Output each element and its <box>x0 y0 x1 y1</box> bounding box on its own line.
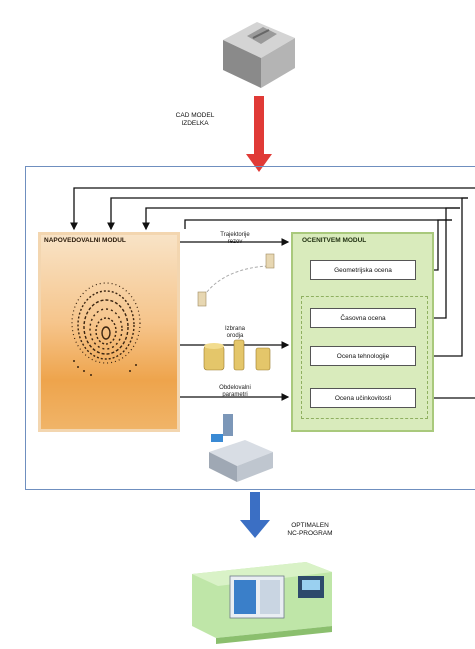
napovedovalni-title: NAPOVEDOVALNI MODUL <box>44 237 126 244</box>
napovedovalni-module <box>38 232 180 432</box>
casovna-ocena-box: Časovna ocena <box>310 308 416 328</box>
selected-tools-image <box>203 339 271 371</box>
ocenitvem-title: OCENITVEM MODUL <box>302 237 367 244</box>
izbrana-orodja-label: Izbrana orodja <box>224 326 245 339</box>
dashed-group <box>301 296 428 419</box>
fingerprint-image <box>71 282 141 376</box>
ocena-ucinkovitosti-box: Ocena učinkovitosti <box>310 388 416 408</box>
tool-path-image <box>197 253 275 307</box>
system-frame <box>25 166 475 490</box>
geometrijska-ocena-box: Geometrijska ocena <box>310 260 416 280</box>
obdelovalni-parametri-label: Obdelovalni parametri <box>219 385 251 398</box>
optimalen-nc-label: OPTIMALEN NC-PROGRAM <box>287 522 333 537</box>
cad-model-label: CAD MODEL IZDELKA <box>175 112 215 127</box>
cad-block-image <box>223 22 295 88</box>
red-arrow-icon <box>246 96 272 172</box>
trajektorije-label: Trajektorije rezov <box>220 232 250 245</box>
cnc-machine-image <box>192 562 332 644</box>
blue-arrow-icon <box>240 492 270 538</box>
machining-parameters-image <box>209 414 273 482</box>
ocena-tehnologije-box: Ocena tehnologije <box>310 346 416 366</box>
